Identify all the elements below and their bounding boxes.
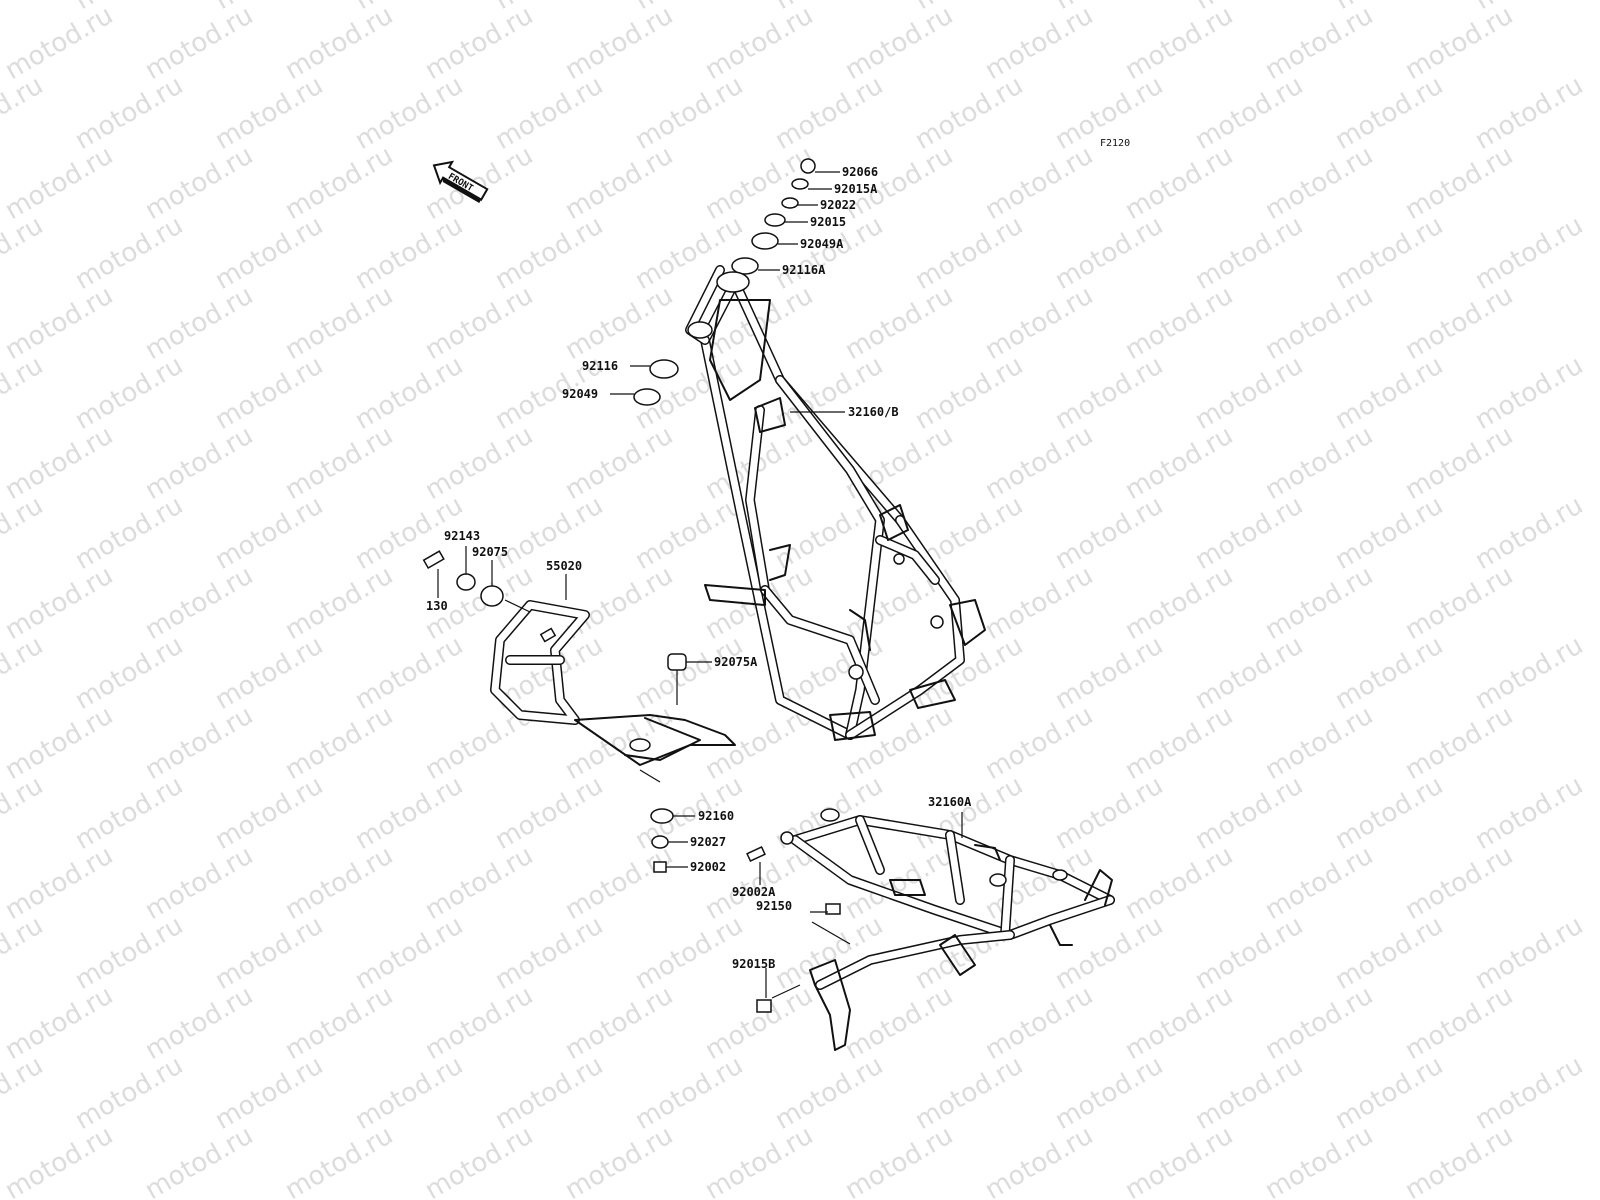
callout-92075A: 92075A [714, 655, 758, 669]
bearing-92116A-icon [731, 257, 759, 275]
callout-92002A: 92002A [732, 885, 776, 899]
callout-130: 130 [426, 599, 448, 613]
lower-stem-hardware [610, 359, 679, 406]
front-arrow-icon: FRONT [432, 160, 489, 204]
callout-92027: 92027 [690, 835, 726, 849]
bolt-92002A-icon [746, 845, 766, 863]
collar-92143-icon [456, 573, 476, 591]
rear-subframe [780, 808, 1115, 1051]
callout-92075: 92075 [472, 545, 508, 559]
callout-92049A: 92049A [800, 237, 844, 251]
steering-stem-hardware [731, 158, 840, 275]
callouts: 92066 92015A 92022 92015 92049A 92116A 9… [426, 165, 972, 971]
callout-32160B: 32160/B [848, 405, 899, 419]
callout-92015: 92015 [810, 215, 846, 229]
callout-92116: 92116 [582, 359, 618, 373]
callout-92160: 92160 [698, 809, 734, 823]
damper-92160-icon [650, 808, 674, 824]
bolt-92002-icon [653, 861, 667, 873]
callout-92015A: 92015A [834, 182, 878, 196]
damper-92075-icon [480, 585, 504, 607]
damper-92075A-icon [667, 653, 687, 671]
main-frame [685, 265, 986, 741]
nut-92015B-icon [756, 999, 772, 1013]
callout-92015B: 92015B [732, 957, 775, 971]
nut-92015A-icon [791, 178, 809, 190]
washer-92022-icon [781, 197, 799, 209]
callout-92022: 92022 [820, 198, 856, 212]
cap-92066-icon [800, 158, 816, 174]
callout-92049: 92049 [562, 387, 598, 401]
seal-92049-icon [633, 388, 661, 406]
callout-92066: 92066 [842, 165, 878, 179]
bolt-130-icon [422, 550, 445, 569]
skid-plate [490, 600, 736, 766]
bolt-92150-icon [825, 903, 841, 915]
skid-plate-fasteners [422, 546, 712, 873]
nut-92015-icon [764, 213, 786, 227]
bearing-92116-icon [649, 359, 679, 379]
subframe-fasteners [746, 812, 963, 1013]
diagram-code: F2120 [1100, 138, 1130, 149]
callout-32160A: 32160A [928, 795, 972, 809]
callout-92143: 92143 [444, 529, 480, 543]
callout-55020: 55020 [546, 559, 582, 573]
callout-92116A: 92116A [782, 263, 826, 277]
collar-92027-icon [651, 835, 669, 849]
seal-92049A-icon [751, 232, 779, 250]
callout-92002: 92002 [690, 860, 726, 874]
callout-92150: 92150 [756, 899, 792, 913]
